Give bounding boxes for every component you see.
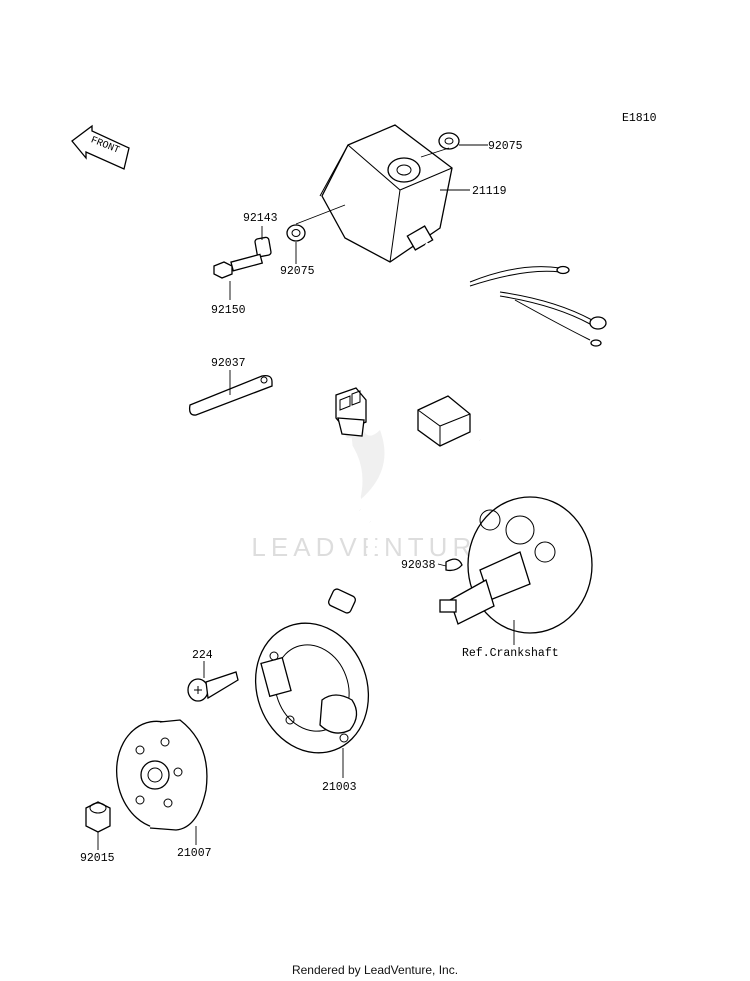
clamp [188, 374, 273, 416]
screw-224 [187, 671, 239, 702]
woodruff-key [445, 558, 463, 572]
stator-harness [327, 387, 376, 614]
label-224: 224 [192, 649, 213, 662]
label-21119: 21119 [472, 185, 507, 198]
label-ref-crankshaft: Ref.Crankshaft [462, 647, 559, 660]
cdi-unit [319, 124, 453, 263]
leader-lines [97, 144, 515, 850]
washer-top [438, 132, 460, 150]
crankshaft [439, 496, 593, 634]
label-92015: 92015 [80, 852, 115, 865]
collar [254, 236, 272, 258]
stator-plate [254, 622, 370, 754]
label-92037: 92037 [211, 357, 246, 370]
label-92038: 92038 [401, 559, 436, 572]
label-92143: 92143 [243, 212, 278, 225]
label-21003: 21003 [322, 781, 357, 794]
label-92150: 92150 [211, 304, 246, 317]
label-92075-top: 92075 [488, 140, 523, 153]
label-21007: 21007 [177, 847, 212, 860]
bolt-92150 [213, 253, 264, 279]
front-arrow-icon: FRONT [71, 124, 130, 170]
cdi-harness [417, 242, 607, 449]
washer-left [286, 224, 306, 242]
flywheel [115, 719, 208, 831]
label-92075-left: 92075 [280, 265, 315, 278]
diagram-code: E1810 [622, 112, 657, 125]
nut [85, 801, 111, 833]
footer-credit: Rendered by LeadVenture, Inc. [291, 963, 459, 977]
